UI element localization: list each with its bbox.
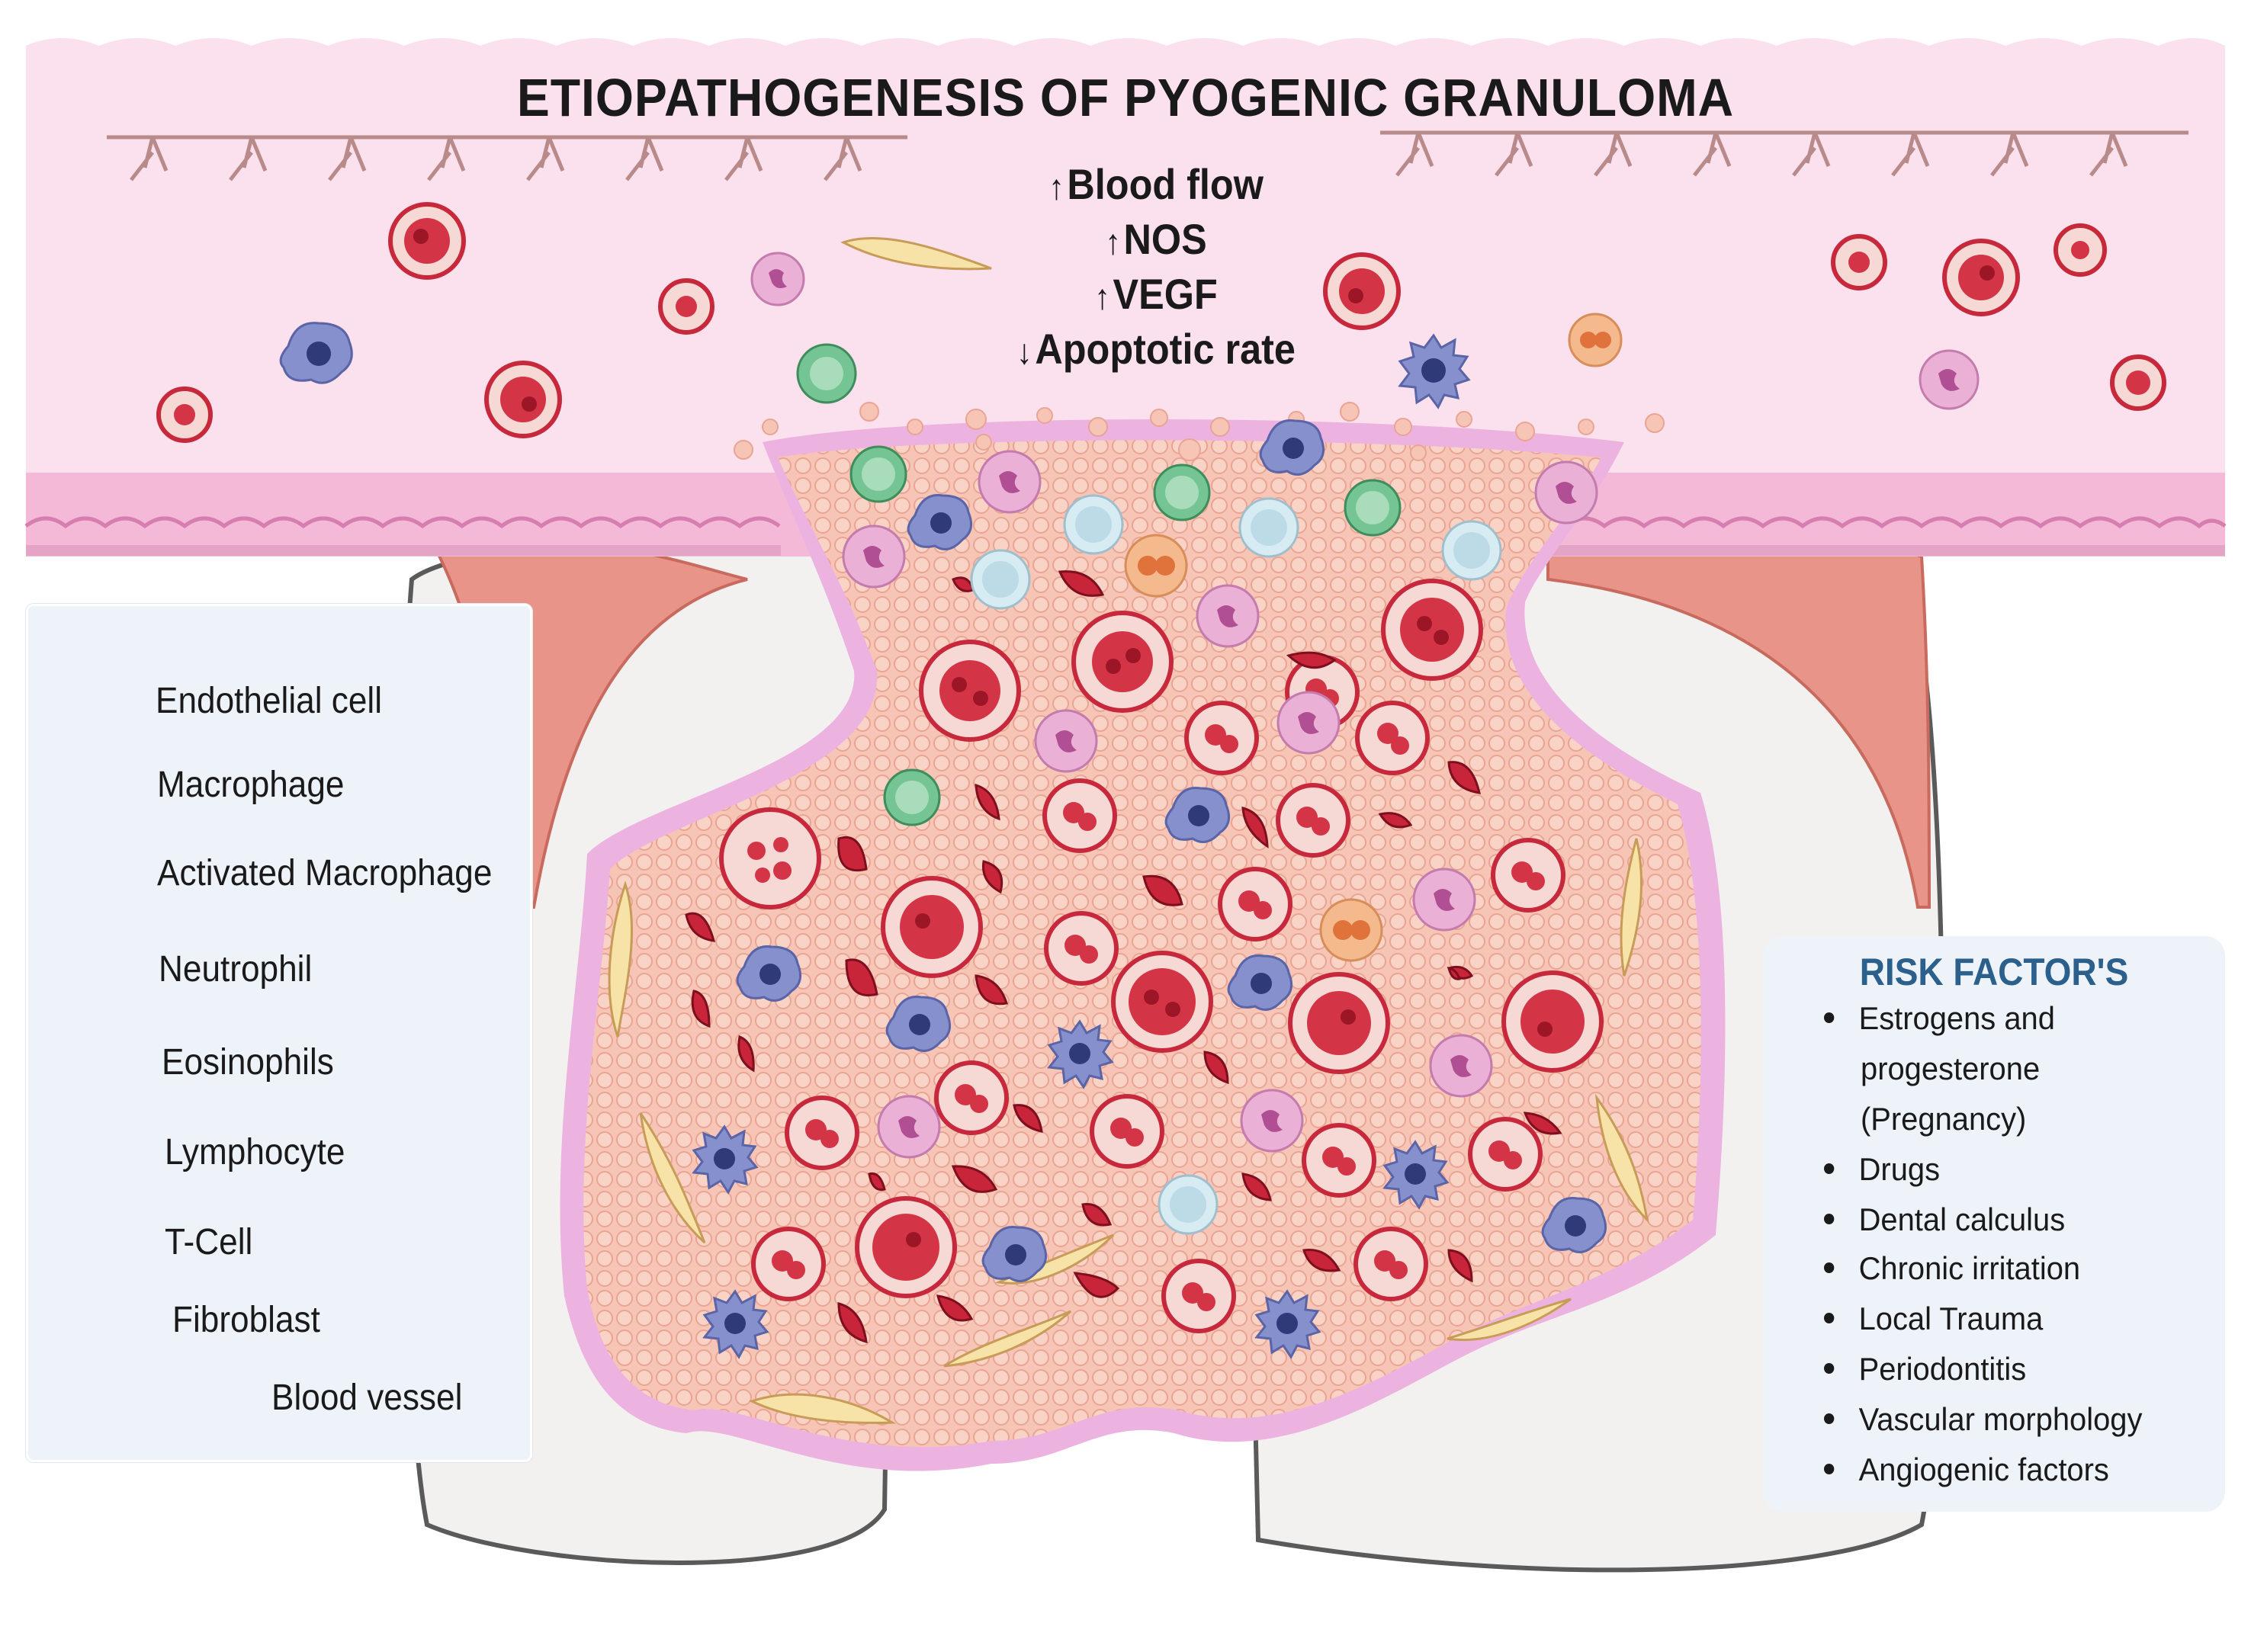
down-arrow-icon: ↓ bbox=[1016, 332, 1032, 371]
risk-factor-item-continued: progesterone bbox=[1861, 1051, 2041, 1086]
mechanism-label: Blood flow bbox=[1067, 160, 1264, 208]
legend-label-fibroblast: Fibroblast bbox=[172, 1300, 320, 1340]
legend-label-neutrophil: Neutrophil bbox=[159, 949, 313, 990]
legend-label-macrophage: Macrophage bbox=[157, 765, 345, 805]
diagram-title: ETIOPATHOGENESIS OF PYOGENIC GRANULOMA bbox=[516, 68, 1735, 127]
lesion-fibroblasts bbox=[608, 237, 1649, 1424]
bullet-icon bbox=[1824, 1213, 1835, 1224]
up-arrow-icon: ↑ bbox=[1105, 222, 1121, 261]
capillaries bbox=[107, 130, 2188, 181]
eosinophils bbox=[1124, 313, 1623, 962]
bullet-icon bbox=[1824, 1262, 1835, 1273]
risk-factor-item: Vascular morphology bbox=[1824, 1401, 2142, 1438]
risk-factor-item: Periodontitis bbox=[1824, 1351, 2026, 1387]
risk-factor-item-continued: (Pregnancy) bbox=[1861, 1101, 2027, 1137]
risk-factor-item: Angiogenic factors bbox=[1824, 1452, 2109, 1488]
risk-factors-title: RISK FACTOR'S bbox=[1859, 951, 2129, 993]
legend-label-t-cell: T-Cell bbox=[165, 1222, 253, 1262]
t-cells bbox=[796, 343, 1402, 826]
neutrophils bbox=[750, 252, 1980, 1159]
risk-factor-item: Estrogens and bbox=[1824, 1000, 2055, 1037]
lesion-vessels bbox=[719, 579, 1604, 1333]
legend-label-activated-macrophage: Activated Macrophage bbox=[157, 853, 493, 893]
lesion-blood-vessel-fragments bbox=[685, 570, 1562, 1344]
bullet-icon bbox=[1824, 1362, 1835, 1374]
mechanism-nos: ↑NOS bbox=[991, 218, 1321, 261]
bullet-icon bbox=[1824, 1012, 1835, 1023]
risk-factors-panel: RISK FACTOR'S Estrogens and progesterone… bbox=[1763, 936, 2225, 1512]
up-arrow-icon: ↑ bbox=[1048, 167, 1064, 207]
mechanism-label: Apoptotic rate bbox=[1035, 325, 1296, 373]
risk-factor-item: Dental calculus bbox=[1824, 1201, 2065, 1238]
legend-label-eosinophils: Eosinophils bbox=[162, 1042, 334, 1083]
mechanism-vegf: ↑VEGF bbox=[991, 273, 1321, 316]
bullet-icon bbox=[1824, 1463, 1835, 1474]
mechanism-blood-flow: ↑Blood flow bbox=[991, 163, 1321, 206]
activated-macrophages bbox=[692, 333, 1471, 1359]
legend-label-endothelial-cell: Endothelial cell bbox=[156, 681, 383, 721]
macrophages bbox=[279, 322, 1607, 1282]
legend-label-lymphocyte: Lymphocyte bbox=[165, 1132, 345, 1172]
mechanism-apoptotic-rate: ↓Apoptotic rate bbox=[991, 328, 1321, 370]
epithelium-vessels bbox=[156, 202, 2166, 443]
mechanism-label: NOS bbox=[1123, 215, 1207, 263]
risk-factor-item: Drugs bbox=[1824, 1151, 1940, 1188]
risk-factor-item: Chronic irritation bbox=[1824, 1250, 2080, 1287]
legend-panel bbox=[26, 604, 532, 1462]
lymphocytes bbox=[970, 494, 1502, 1235]
legend-label-blood-vessel: Blood vessel bbox=[271, 1378, 463, 1418]
bullet-icon bbox=[1824, 1312, 1835, 1323]
bullet-icon bbox=[1824, 1163, 1835, 1174]
risk-factor-item: Local Trauma bbox=[1824, 1301, 2043, 1337]
up-arrow-icon: ↑ bbox=[1094, 277, 1110, 316]
bullet-icon bbox=[1824, 1413, 1835, 1424]
mechanism-label: VEGF bbox=[1113, 270, 1218, 318]
